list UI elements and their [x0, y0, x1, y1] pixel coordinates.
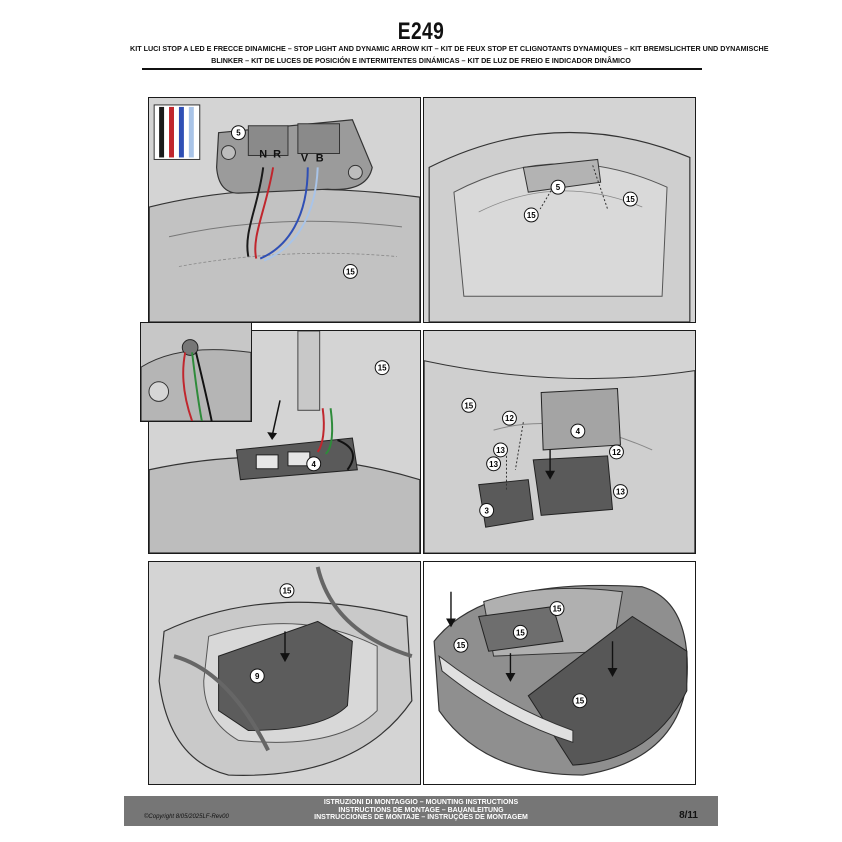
step-panel-5: 15 9: [148, 561, 421, 785]
module-connection-illustration: 15 4: [149, 331, 420, 553]
copyright: ©Copyright 8/05/2025LF-Rev00: [144, 814, 229, 820]
svg-text:12: 12: [612, 448, 621, 457]
inner-lining-illustration: 15 9: [158, 566, 413, 776]
page-number: 8/11: [679, 810, 698, 821]
subtitle-line-2: BLINKER – KIT DE LUCES DE POSICIÓN E INT…: [211, 56, 631, 65]
svg-text:4: 4: [312, 460, 317, 469]
callout-13-c: 13: [613, 484, 628, 499]
svg-text:15: 15: [283, 587, 292, 596]
footer-bar: ISTRUZIONI DI MONTAGGIO – MOUNTING INSTR…: [124, 796, 718, 826]
svg-text:15: 15: [553, 605, 562, 614]
callout-13-b: 13: [486, 456, 502, 472]
connector-wiring-illustration: N R V B 5 15: [149, 104, 420, 322]
bracket-assembly-illustration: 15 12 12 4 13 13 13 3: [424, 360, 695, 553]
callout-3: 3: [479, 502, 495, 518]
callout-15-left: 15: [523, 207, 539, 223]
svg-text:15: 15: [626, 195, 635, 204]
step-panel-4: 15 12 12 4 13 13 13 3: [423, 330, 696, 554]
wire-label-r: R: [273, 148, 281, 160]
callout-13-a: 13: [493, 442, 508, 458]
callout-15-b: 15: [512, 624, 528, 640]
wire-label-v: V: [301, 152, 309, 164]
footer-titles: ISTRUZIONI DI MONTAGGIO – MOUNTING INSTR…: [124, 799, 718, 822]
document-code: E249: [397, 18, 445, 45]
lid-interior-illustration: 5 15 15: [428, 131, 691, 322]
step-panel-6: 15 15 15 15: [423, 561, 696, 785]
closed-case-illustration: 15 15 15 15: [433, 584, 688, 776]
callout-5: 5: [550, 179, 566, 195]
connector-detail-illustration: [141, 339, 251, 421]
svg-text:9: 9: [255, 672, 260, 681]
svg-text:5: 5: [556, 183, 561, 192]
legend-wire-1: [159, 106, 165, 158]
svg-text:15: 15: [378, 364, 387, 373]
callout-4: 4: [306, 456, 322, 472]
svg-text:13: 13: [616, 488, 625, 497]
svg-text:13: 13: [489, 460, 498, 469]
callout-15: 15: [374, 360, 390, 376]
callout-15-right: 15: [622, 191, 638, 207]
subtitle-line-1: KIT LUCI STOP A LED E FRECCE DINAMICHE –…: [130, 44, 769, 53]
callout-15-c: 15: [549, 601, 565, 617]
callout-15-d: 15: [572, 693, 588, 709]
header-rule: [142, 68, 702, 70]
svg-text:15: 15: [346, 267, 355, 276]
footer-line-3: INSTRUCCIONES DE MONTAJE – INSTRUÇÕES DE…: [314, 814, 528, 821]
callout-9: 9: [249, 668, 265, 684]
svg-text:3: 3: [484, 506, 489, 515]
wire-label-b: B: [316, 152, 324, 164]
step-panel-1: N R V B 5 15: [148, 97, 421, 323]
svg-text:5: 5: [236, 129, 241, 138]
callout-15: 15: [342, 264, 358, 279]
step-panel-2: 5 15 15: [423, 97, 696, 323]
svg-text:15: 15: [527, 211, 536, 220]
svg-text:12: 12: [505, 414, 514, 423]
svg-text:4: 4: [576, 427, 581, 436]
svg-text:13: 13: [496, 446, 505, 455]
step-panel-3: 15 4: [148, 330, 421, 554]
callout-12-right: 12: [609, 444, 624, 460]
legend-wire-2: [169, 106, 174, 158]
wire-color-legend: [153, 104, 201, 160]
legend-wire-4: [188, 106, 194, 158]
callout-15: 15: [279, 583, 295, 599]
footer-line-2: INSTRUCTIONS DE MONTAGE – BAUANLEITUNG: [338, 806, 504, 814]
footer-line-1: ISTRUZIONI DI MONTAGGIO – MOUNTING INSTR…: [323, 799, 519, 806]
callout-5: 5: [230, 125, 246, 141]
svg-text:15: 15: [516, 628, 525, 637]
callout-4: 4: [570, 423, 586, 439]
detail-inset: [140, 322, 252, 422]
wire-label-n: N: [259, 148, 267, 160]
svg-text:15: 15: [575, 697, 584, 706]
callout-15-a: 15: [453, 637, 469, 653]
callout-15: 15: [461, 397, 477, 413]
svg-text:15: 15: [456, 641, 465, 650]
svg-text:15: 15: [464, 401, 473, 410]
legend-wire-3: [178, 106, 184, 158]
callout-12-left: 12: [502, 410, 517, 426]
